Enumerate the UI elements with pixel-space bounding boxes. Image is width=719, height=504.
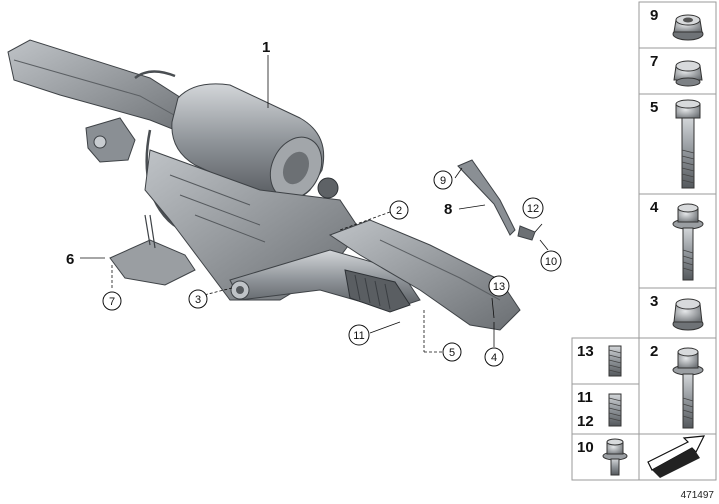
hex-nut-7: [673, 60, 703, 87]
panel-num-11: 11: [577, 389, 593, 406]
callout-12: 12: [522, 197, 544, 219]
svg-text:4: 4: [491, 352, 497, 364]
callout-4: 4: [484, 347, 504, 367]
callout-11: 11: [348, 324, 370, 346]
collar-nut-9: [672, 14, 704, 41]
collar-bolt-10: [602, 438, 628, 476]
tie-rod-8: [457, 159, 536, 241]
svg-text:3: 3: [195, 294, 201, 306]
callout-1: 1: [262, 39, 270, 56]
collar-bolt-2: [672, 347, 704, 429]
svg-text:10: 10: [545, 256, 557, 268]
callout-7: 7: [102, 291, 122, 311]
panel-num-10: 10: [577, 439, 594, 456]
svg-text:5: 5: [449, 347, 455, 359]
housing-port: [317, 177, 339, 199]
panel-num-13: 13: [577, 343, 594, 360]
svg-text:11: 11: [353, 330, 364, 342]
svg-text:9: 9: [440, 175, 446, 187]
collar-bolt-4: [672, 203, 704, 281]
svg-text:2: 2: [396, 205, 402, 217]
svg-text:13: 13: [493, 281, 505, 293]
hex-bolt-5: [675, 99, 701, 189]
panel-num-12: 12: [577, 413, 594, 430]
panel-num-9: 9: [650, 7, 658, 24]
leader-lines: [80, 55, 549, 353]
threaded-pin-11-12: [608, 393, 622, 427]
panel-num-3: 3: [650, 293, 658, 310]
panel-num-5: 5: [650, 99, 658, 116]
reference-number: 471497: [681, 490, 715, 501]
callout-5: 5: [442, 342, 462, 362]
callout-13: 13: [488, 275, 510, 297]
collar-nut-3: [672, 298, 704, 331]
callout-3: 3: [188, 289, 208, 309]
pivot-bracket: [85, 117, 136, 163]
arrow-symbol-icon: [647, 435, 706, 478]
svg-text:12: 12: [527, 203, 539, 215]
callout-9: 9: [433, 170, 453, 190]
panel-num-7: 7: [650, 53, 658, 70]
right-carrier-arm: [328, 219, 521, 331]
callout-6: 6: [66, 251, 74, 268]
callout-2: 2: [389, 200, 409, 220]
panel-num-4: 4: [650, 199, 659, 216]
steering-gear-assembly: [7, 39, 521, 331]
callout-10: 10: [540, 250, 562, 272]
svg-text:7: 7: [109, 296, 115, 308]
panel-num-2: 2: [650, 343, 658, 360]
heat-shield: [109, 239, 196, 286]
callout-8: 8: [444, 201, 452, 218]
threaded-pin-13: [608, 345, 622, 377]
